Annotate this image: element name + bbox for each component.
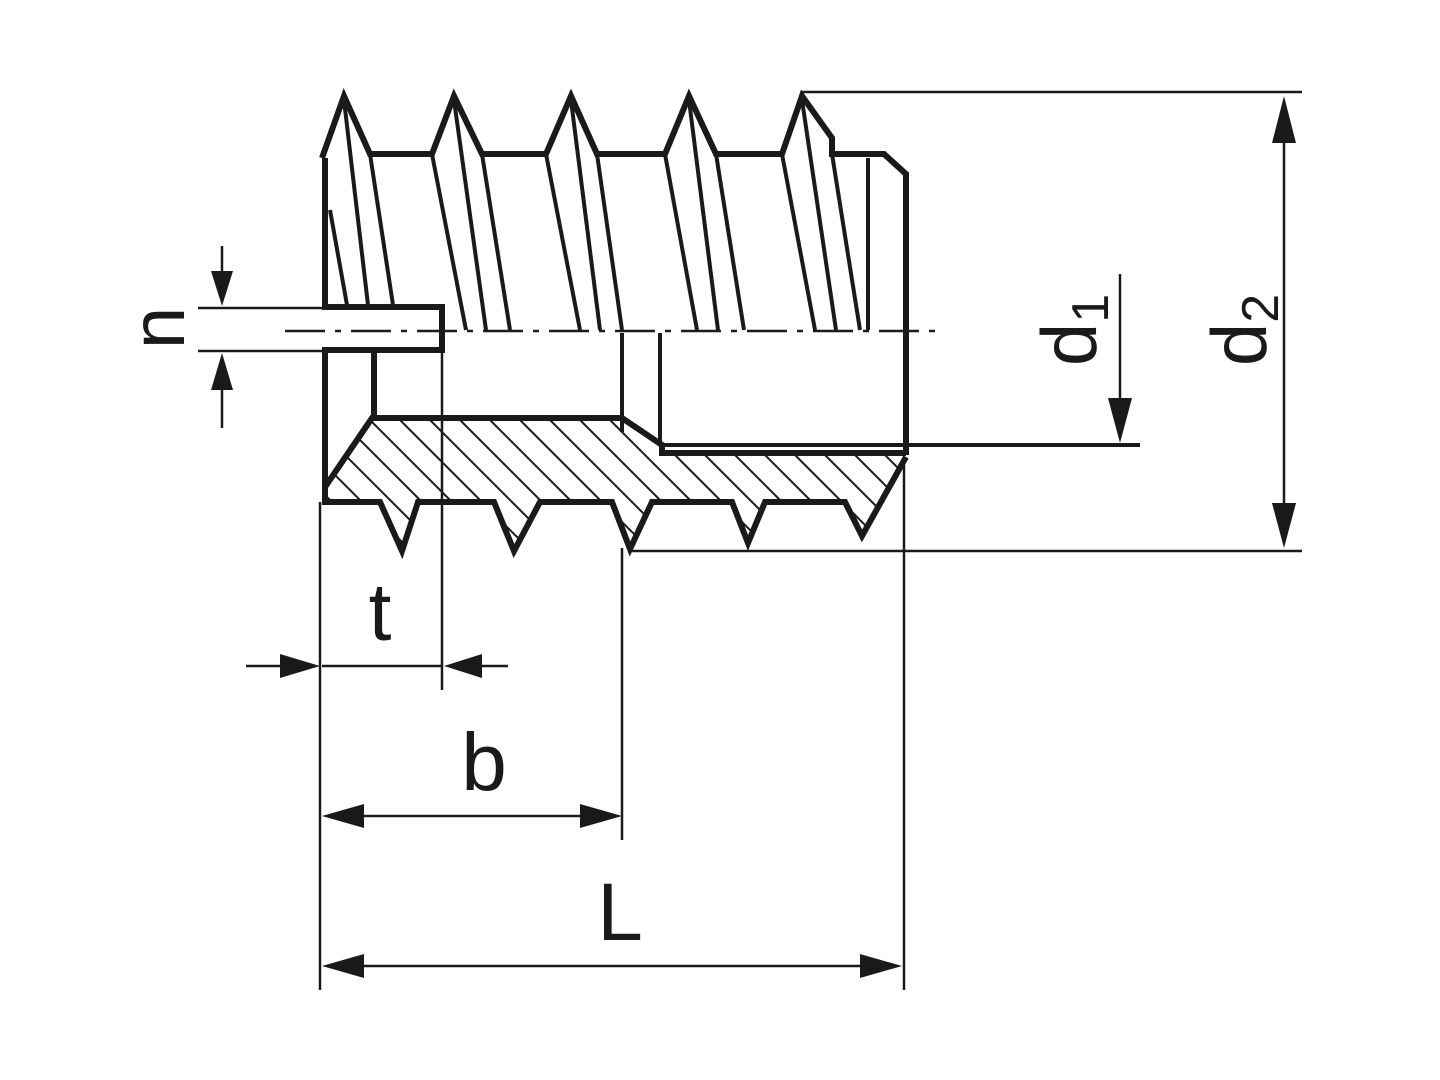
hatch-line <box>829 418 906 551</box>
d1-arrow-down <box>1108 398 1132 443</box>
t-label: t <box>369 567 392 658</box>
d2-arrow-up <box>1272 96 1296 143</box>
b-arrow-left <box>322 804 364 828</box>
section-view <box>322 333 1140 560</box>
L-label: L <box>597 867 643 958</box>
hatch-line <box>322 418 331 551</box>
L-arrow-right <box>860 954 902 978</box>
hatch-line <box>322 418 361 551</box>
d1-label: d1 <box>1025 294 1120 366</box>
hatch-line <box>322 418 481 551</box>
hatch-line <box>589 418 751 551</box>
hatch-line <box>709 418 871 551</box>
d2-label: d2 <box>1195 294 1290 366</box>
b-label: b <box>461 717 507 808</box>
hatch-line <box>739 418 901 551</box>
slot <box>322 304 445 353</box>
n-arrow-down <box>211 271 233 306</box>
hatch-line <box>799 418 906 551</box>
b-arrow-right <box>580 804 622 828</box>
d2-arrow-down <box>1272 503 1296 548</box>
n-arrow-up <box>211 353 233 390</box>
dimension-b: b <box>322 548 624 840</box>
t-arrow-left <box>280 654 320 678</box>
hatch-line <box>379 418 541 551</box>
dimension-d1: d1 <box>1025 274 1132 443</box>
dimension-t: t <box>246 350 508 690</box>
hatch-line <box>349 418 511 551</box>
hatch-line <box>409 418 571 551</box>
hatch-line <box>499 418 661 551</box>
t-arrow-right <box>444 654 482 678</box>
hatch-line <box>469 418 631 551</box>
L-arrow-left <box>322 954 364 978</box>
hatch-line <box>529 418 691 551</box>
dimension-L: L <box>318 457 906 990</box>
thread-flanks <box>328 99 862 331</box>
hatch-line <box>649 418 811 551</box>
n-label: n <box>116 307 201 349</box>
section-hatching <box>322 418 906 551</box>
hatch-line <box>619 418 781 551</box>
hatch-line <box>559 418 721 551</box>
dimension-d2: d2 <box>630 90 1302 553</box>
dimension-n: n <box>116 246 322 428</box>
hatch-line <box>679 418 841 551</box>
